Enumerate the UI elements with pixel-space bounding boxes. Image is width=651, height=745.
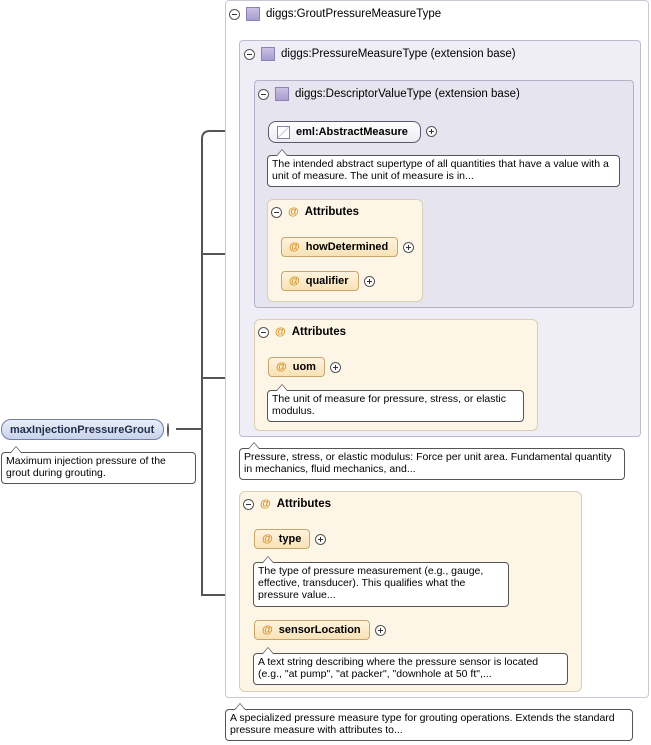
attributes-label: Attributes bbox=[276, 498, 332, 510]
abstract-measure-doc: The intended abstract supertype of all q… bbox=[267, 149, 620, 187]
attribute-name: qualifier bbox=[305, 275, 349, 287]
pressure-type-doc-text: Pressure, stress, or elastic modulus: Fo… bbox=[244, 451, 612, 475]
root-element-doc: Maximum injection pressure of the grout … bbox=[1, 446, 196, 484]
abstract-measure-doc-text: The intended abstract supertype of all q… bbox=[272, 158, 609, 182]
note-pointer-icon bbox=[276, 149, 288, 156]
note-pointer-icon bbox=[262, 556, 274, 563]
descriptor-type-name: diggs:DescriptorValueType (extension bas… bbox=[295, 88, 520, 100]
collapse-icon[interactable] bbox=[244, 48, 255, 60]
attributes-label: Attributes bbox=[304, 206, 360, 218]
attribute-icon: @ bbox=[262, 533, 273, 545]
type-doc-text: The type of pressure measurement (e.g., … bbox=[258, 565, 484, 601]
attribute-type[interactable]: @ type bbox=[254, 529, 310, 549]
collapse-icon[interactable] bbox=[243, 498, 254, 510]
abstract-measure-element[interactable]: eml:AbstractMeasure bbox=[268, 121, 421, 143]
abstract-element-icon bbox=[277, 125, 290, 139]
pressure-type-doc: Pressure, stress, or elastic modulus: Fo… bbox=[239, 442, 625, 480]
descriptor-type-header: diggs:DescriptorValueType (extension bas… bbox=[258, 87, 520, 101]
sensor-location-doc: A text string describing where the press… bbox=[253, 647, 568, 685]
descriptor-attributes-header: @ Attributes bbox=[271, 206, 359, 218]
attributes-label: Attributes bbox=[291, 326, 347, 338]
note-pointer-icon bbox=[248, 442, 260, 449]
expand-icon[interactable] bbox=[375, 625, 386, 636]
expand-icon[interactable] bbox=[330, 362, 341, 373]
grout-attributes-header: @ Attributes bbox=[243, 498, 331, 510]
attribute-icon: @ bbox=[262, 624, 273, 636]
note-pointer-icon bbox=[234, 703, 246, 710]
collapse-icon[interactable] bbox=[258, 88, 269, 100]
attribute-icon: @ bbox=[288, 206, 299, 218]
attribute-qualifier[interactable]: @ qualifier bbox=[281, 271, 359, 291]
uom-doc: The unit of measure for pressure, stress… bbox=[267, 384, 524, 422]
note-pointer-icon bbox=[276, 384, 288, 391]
collapse-icon[interactable] bbox=[258, 326, 269, 338]
note-pointer-icon bbox=[10, 446, 22, 453]
attribute-sensor-location[interactable]: @ sensorLocation bbox=[254, 620, 370, 640]
type-doc: The type of pressure measurement (e.g., … bbox=[253, 556, 509, 607]
sensor-location-doc-text: A text string describing where the press… bbox=[258, 656, 539, 680]
attribute-icon: @ bbox=[289, 275, 300, 287]
collapse-icon[interactable] bbox=[167, 423, 169, 437]
attribute-name: type bbox=[278, 533, 302, 545]
expand-icon[interactable] bbox=[364, 276, 375, 287]
complex-type-icon bbox=[261, 47, 275, 61]
attribute-name: howDetermined bbox=[305, 241, 389, 253]
collapse-icon[interactable] bbox=[271, 206, 282, 218]
attribute-icon: @ bbox=[260, 498, 271, 510]
root-element-doc-text: Maximum injection pressure of the grout … bbox=[6, 455, 166, 479]
grout-type-name: diggs:GroutPressureMeasureType bbox=[266, 8, 442, 20]
pressure-type-header: diggs:PressureMeasureType (extension bas… bbox=[244, 47, 516, 61]
attribute-icon: @ bbox=[276, 361, 287, 373]
abstract-measure-name: eml:AbstractMeasure bbox=[296, 126, 408, 138]
grout-type-doc-text: A specialized pressure measure type for … bbox=[230, 712, 615, 736]
attribute-name: sensorLocation bbox=[278, 624, 361, 636]
attribute-uom[interactable]: @ uom bbox=[268, 357, 325, 377]
root-element[interactable]: maxInjectionPressureGrout bbox=[1, 419, 164, 440]
pressure-type-name: diggs:PressureMeasureType (extension bas… bbox=[281, 48, 516, 60]
attribute-name: uom bbox=[292, 361, 316, 373]
collapse-icon[interactable] bbox=[229, 8, 240, 20]
grout-type-header: diggs:GroutPressureMeasureType bbox=[229, 7, 441, 21]
pressure-attributes-header: @ Attributes bbox=[258, 326, 346, 338]
expand-icon[interactable] bbox=[426, 126, 437, 137]
attribute-icon: @ bbox=[289, 241, 300, 253]
complex-type-icon bbox=[275, 87, 289, 101]
expand-icon[interactable] bbox=[315, 534, 326, 545]
attribute-how-determined[interactable]: @ howDetermined bbox=[281, 237, 398, 257]
root-element-name: maxInjectionPressureGrout bbox=[10, 423, 155, 436]
grout-type-doc: A specialized pressure measure type for … bbox=[225, 703, 633, 741]
complex-type-icon bbox=[246, 7, 260, 21]
uom-doc-text: The unit of measure for pressure, stress… bbox=[272, 393, 507, 417]
expand-icon[interactable] bbox=[403, 242, 414, 253]
attribute-icon: @ bbox=[275, 326, 286, 338]
note-pointer-icon bbox=[262, 647, 274, 654]
